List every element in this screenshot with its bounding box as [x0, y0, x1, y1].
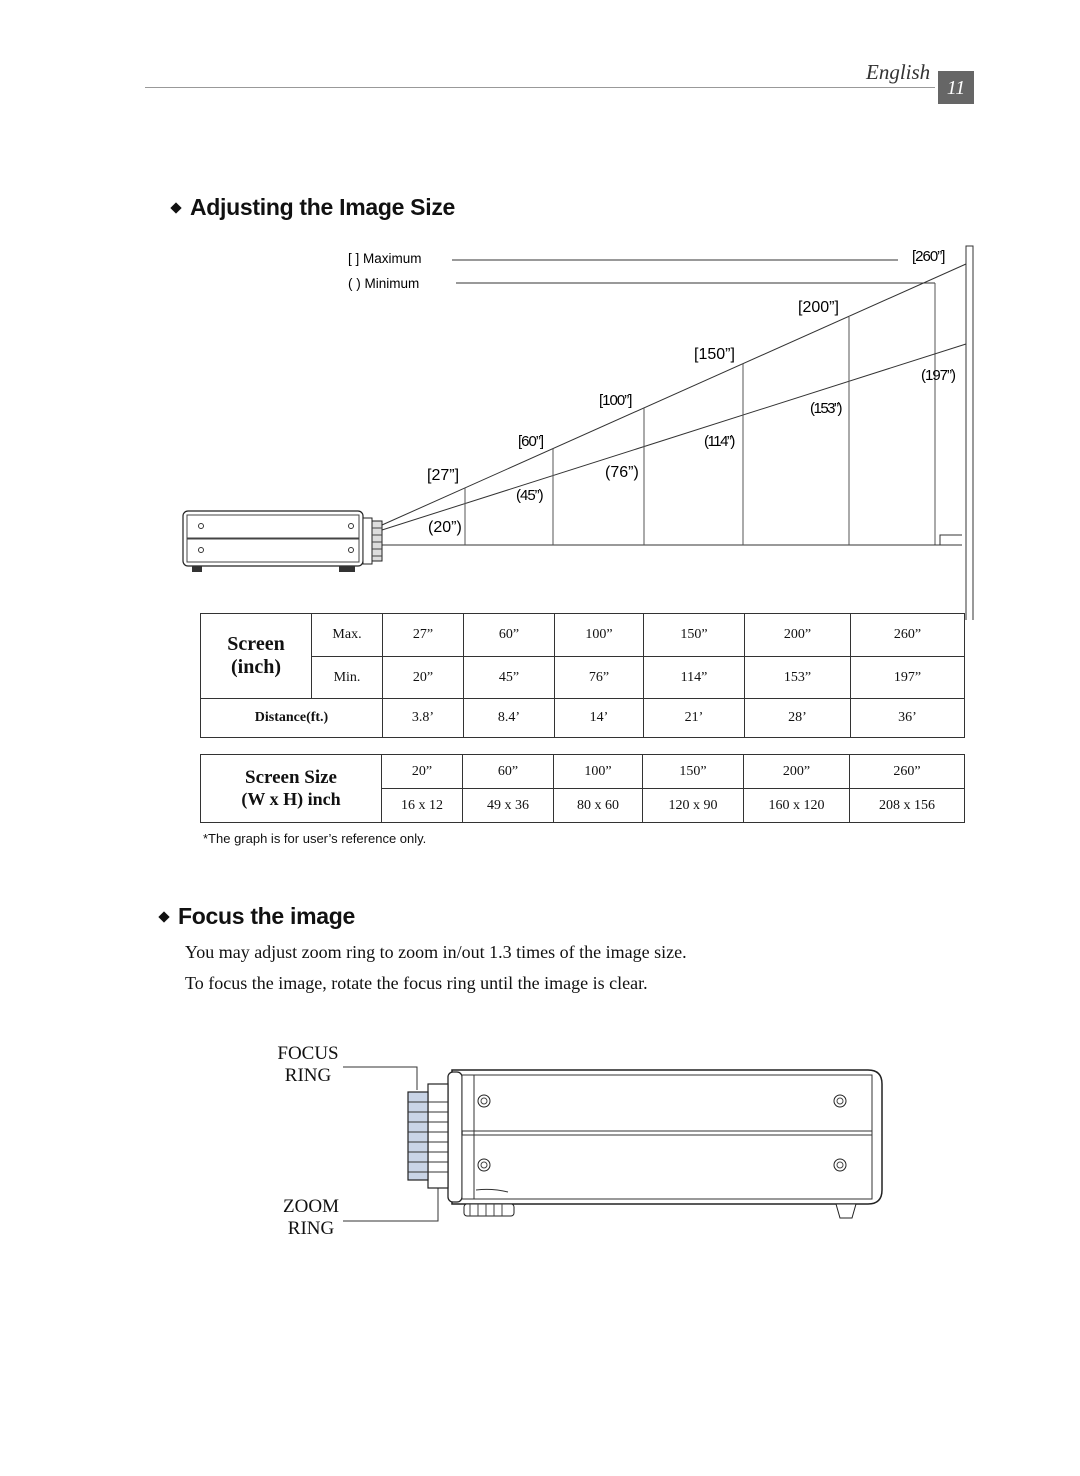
table-cell: 8.4’	[463, 698, 555, 738]
projector-small-illustration	[182, 510, 383, 572]
reference-note: *The graph is for user’s reference only.	[203, 831, 427, 846]
focus-ring-label: FOCUS RING	[277, 1043, 339, 1086]
min-label: (197”)	[921, 367, 956, 384]
legend-maximum: [ ] Maximum	[348, 251, 422, 266]
zoom-ring-label: ZOOM RING	[283, 1196, 339, 1239]
min-label: (114”)	[704, 433, 735, 450]
table-cell: 200”	[743, 754, 850, 789]
page-number: 11	[938, 71, 974, 104]
table-cell: 197”	[850, 656, 965, 699]
table-cell: 3.8’	[382, 698, 464, 738]
screen-size-table: Screen Size (W x H) inch 20” 60” 100” 15…	[200, 754, 965, 823]
distance-table: Screen (inch) Max. 27” 60” 100” 150” 200…	[200, 613, 965, 738]
table-cell: 28’	[744, 698, 851, 738]
max-label: [100”]	[599, 392, 632, 409]
table-cell: 76”	[554, 656, 644, 699]
table-cell: 100”	[554, 613, 644, 657]
max-row-label: Max.	[311, 613, 383, 657]
section-title-focus: Focus the image	[156, 903, 355, 930]
zoom-callout-line	[343, 1180, 439, 1222]
table-cell: 80 x 60	[553, 788, 643, 823]
table-cell: 120 x 90	[642, 788, 744, 823]
max-label: [260”]	[912, 248, 945, 265]
table-cell: 114”	[643, 656, 745, 699]
section-title-image-size: Adjusting the Image Size	[168, 194, 455, 221]
screen-foot	[939, 534, 962, 545]
table-cell: 200”	[744, 613, 851, 657]
table-cell: 27”	[382, 613, 464, 657]
table-cell: 21’	[643, 698, 745, 738]
projector-large-illustration	[343, 1066, 883, 1222]
table-cell: 260”	[849, 754, 965, 789]
beam-max	[381, 263, 967, 526]
min-label: (20”)	[428, 519, 462, 536]
max-label: [27”]	[427, 467, 459, 484]
diamond-bullet-icon	[158, 911, 170, 923]
table-cell: 150”	[642, 754, 744, 789]
table-cell: 153”	[744, 656, 851, 699]
table-cell: 150”	[643, 613, 745, 657]
table-cell: 100”	[553, 754, 643, 789]
table-cell: 16 x 12	[381, 788, 463, 823]
table-cell: 45”	[463, 656, 555, 699]
table-cell: 14’	[554, 698, 644, 738]
projection-diagram: [ ] Maximum ( ) Minimum [27”] [60”] [100…	[182, 245, 974, 620]
min-label: (45”)	[516, 487, 544, 504]
table-cell: 49 x 36	[462, 788, 554, 823]
screen-inch-header: Screen (inch)	[200, 613, 312, 699]
table-cell: 20”	[382, 656, 464, 699]
header-rule	[145, 87, 935, 88]
beam-min	[381, 343, 967, 531]
table-cell: 260”	[850, 613, 965, 657]
table-cell: 60”	[462, 754, 554, 789]
table-cell: 36’	[850, 698, 965, 738]
min-label: (76”)	[605, 464, 639, 481]
screen-size-header: Screen Size (W x H) inch	[200, 754, 382, 823]
max-label: [150”]	[694, 346, 735, 363]
focus-callout-line	[343, 1066, 418, 1090]
table-cell: 20”	[381, 754, 463, 789]
table-cell: 60”	[463, 613, 555, 657]
table-cell: 160 x 120	[743, 788, 850, 823]
distance-row-label: Distance(ft.)	[200, 698, 383, 738]
min-label: (153”)	[810, 400, 843, 417]
legend-minimum: ( ) Minimum	[348, 276, 419, 291]
projection-screen	[965, 245, 974, 620]
focus-paragraph-2: To focus the image, rotate the focus rin…	[185, 973, 648, 993]
table-cell: 208 x 156	[849, 788, 965, 823]
language-label: English	[866, 60, 931, 84]
max-label: [200”]	[798, 299, 839, 316]
min-row-label: Min.	[311, 656, 383, 699]
max-label: [60”]	[518, 433, 544, 450]
focus-paragraph-1: You may adjust zoom ring to zoom in/out …	[185, 942, 687, 962]
